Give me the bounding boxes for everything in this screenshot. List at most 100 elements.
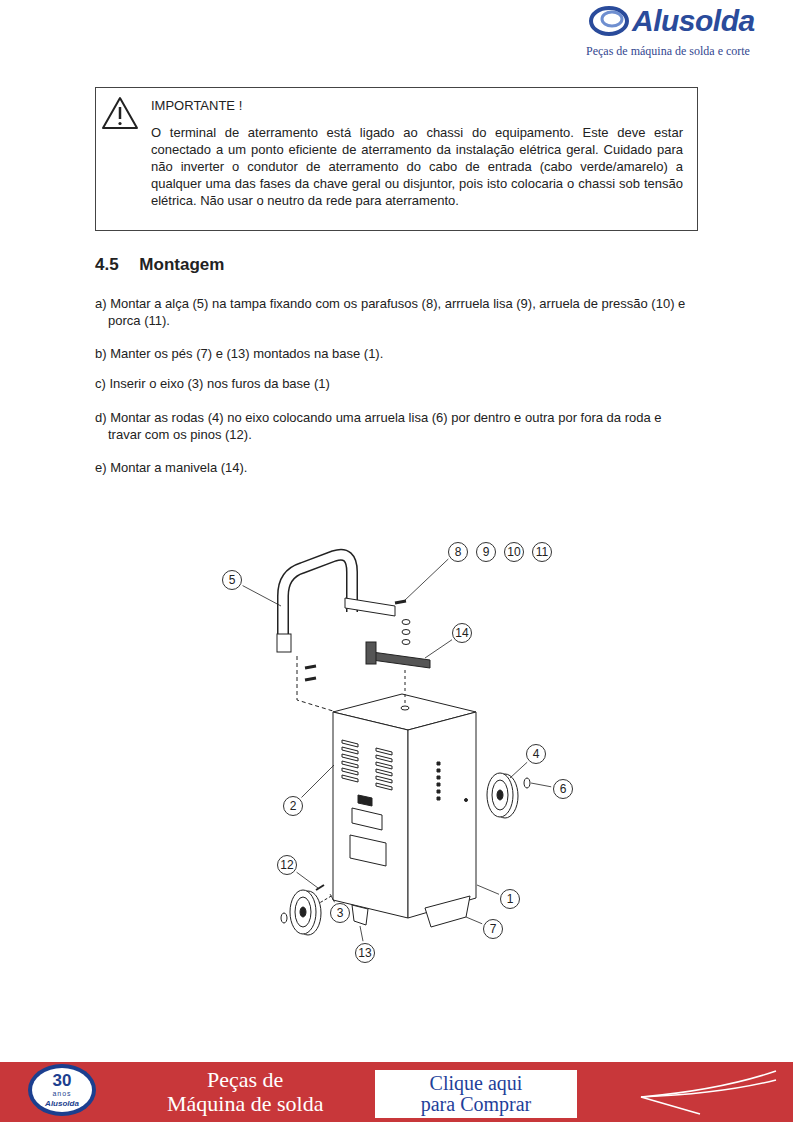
- callout-circle: 12: [277, 855, 297, 875]
- callout-circle: 11: [532, 542, 552, 562]
- callout-circle: 10: [504, 542, 524, 562]
- leader-lines: [466, 917, 482, 924]
- leader-lines: [297, 872, 318, 888]
- callout-circle: 6: [553, 779, 573, 799]
- callout-circle: 5: [222, 570, 242, 590]
- callout-circle: 4: [526, 744, 546, 764]
- callout-number: 3: [337, 907, 344, 919]
- washers-and-crank: [402, 630, 410, 635]
- callout-circle: 8: [448, 542, 468, 562]
- anniversary-number: 30: [53, 1072, 72, 1090]
- callout-number: 9: [483, 546, 490, 558]
- welder-cabinet: [401, 706, 409, 710]
- footer-band: [641, 1071, 776, 1114]
- brand-tagline: Peças de máquina de solda e corte: [586, 44, 750, 59]
- warning-text: O terminal de aterramento está ligado ao…: [151, 124, 683, 209]
- callout-number: 4: [533, 748, 540, 760]
- callout-circle: 2: [283, 796, 303, 816]
- washers-and-crank: [366, 642, 376, 664]
- wheel-right: [487, 773, 513, 817]
- label-holder: anos: [52, 1090, 71, 1098]
- handle: [345, 598, 395, 616]
- callout-number: 10: [507, 546, 520, 558]
- washers-and-crank: [366, 620, 430, 705]
- warning-heading: IMPORTANTE !: [151, 97, 683, 114]
- brand-name: Alusolda: [45, 1099, 79, 1108]
- welder-cabinet: [333, 712, 408, 918]
- washers-and-crank: [405, 670, 406, 704]
- cabinet-feet: [425, 896, 470, 927]
- footer-banner: Peças de Máquina de solda Clique aqui par…: [0, 1062, 793, 1122]
- instruction-step: b) Manter os pés (7) e (13) montados na …: [95, 345, 695, 362]
- welder-cabinet: [358, 795, 372, 806]
- handle: [277, 634, 291, 652]
- wheel-left: [295, 897, 311, 927]
- label-holder: e) Montar a manivela (14).: [95, 459, 695, 476]
- leader-lines: [302, 765, 335, 798]
- washers-and-crank: [402, 640, 410, 645]
- wheel-left: [290, 890, 316, 934]
- washers-and-crank: [402, 620, 410, 625]
- leader-lines: [510, 762, 527, 778]
- label-holder: b) Manter os pés (7) e (13) montados na …: [95, 345, 695, 362]
- cabinet-feet: [352, 896, 470, 927]
- callout-circle: 14: [452, 623, 472, 643]
- footer-band: [0, 1062, 793, 1122]
- welder-cabinet: [376, 748, 392, 790]
- wheel-left: [281, 885, 333, 935]
- welder-cabinet: [352, 808, 382, 830]
- handle: [277, 555, 406, 711]
- handle: [305, 666, 316, 668]
- handle: [297, 656, 333, 711]
- label-holder: c) Inserir o eixo (3) nos furos da base …: [95, 375, 695, 392]
- warning-icon: [103, 98, 137, 128]
- label-holder: a) Montar a alça (5) na tampa fixando co…: [95, 295, 695, 329]
- label-holder: Alusolda: [632, 4, 755, 38]
- callout-circle: 3: [330, 903, 350, 923]
- footer-band: [0, 1062, 793, 1122]
- warning-box: IMPORTANTE ! O terminal de aterramento es…: [95, 87, 698, 231]
- callout-circle: 13: [355, 943, 375, 963]
- callout-number: 13: [358, 947, 371, 959]
- leader-lines: [330, 894, 335, 902]
- handle: [283, 555, 352, 648]
- leader-lines: [477, 885, 499, 894]
- callout-circle: 1: [500, 889, 520, 909]
- label-holder: 30: [53, 1072, 72, 1090]
- callout-number: 1: [507, 893, 514, 905]
- callout-number: 2: [290, 800, 297, 812]
- callout-circle: 7: [483, 919, 503, 939]
- label-holder: d) Montar as rodas (4) no eixo colocando…: [95, 409, 695, 443]
- brand-name: Alusolda: [632, 4, 755, 38]
- welder-cabinet: [350, 835, 386, 866]
- logo-swirl: [591, 8, 627, 34]
- handle: [283, 555, 352, 648]
- callout-number: 11: [536, 546, 548, 558]
- leader-lines: [531, 783, 551, 787]
- warning-icon: [118, 122, 121, 125]
- warning-icon: [103, 98, 137, 128]
- callout-number: 14: [455, 627, 468, 639]
- handle: [395, 601, 406, 603]
- welder-cabinet: [408, 712, 476, 918]
- leader-lines: [360, 926, 363, 941]
- wheel-right: [492, 780, 508, 810]
- anniversary-word: anos: [52, 1090, 71, 1098]
- wheel-right: [524, 778, 530, 788]
- footer-band: [641, 1080, 776, 1097]
- button-text: Clique aqui para Comprar: [416, 1073, 536, 1115]
- logo-swirl: [591, 8, 627, 34]
- wheel-left: [281, 913, 287, 923]
- footer-band: [28, 1064, 96, 1116]
- leader-lines: [243, 559, 552, 941]
- instruction-step: d) Montar as rodas (4) no eixo colocando…: [95, 409, 695, 443]
- leader-lines: [425, 640, 452, 658]
- banner-text: Peças de Máquina de solda: [166, 1068, 324, 1116]
- wheel-right: [497, 790, 503, 800]
- callout-number: 7: [490, 923, 497, 935]
- washers-and-crank: [372, 652, 430, 668]
- welder-cabinet: [437, 762, 440, 800]
- welder-cabinet: [465, 799, 468, 802]
- instruction-step: c) Inserir o eixo (3) nos furos da base …: [95, 375, 695, 392]
- handle: [305, 678, 316, 680]
